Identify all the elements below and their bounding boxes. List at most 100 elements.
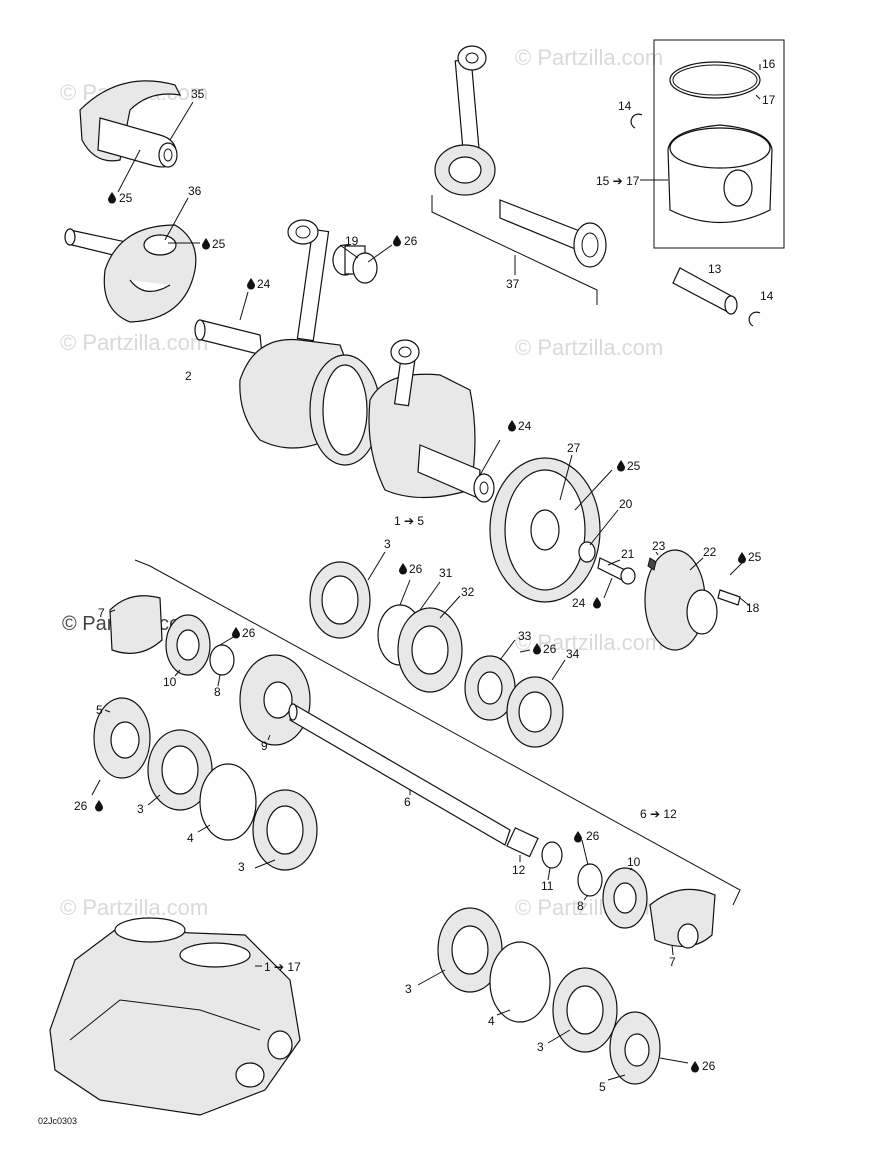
part-6-balancer-shaft [288, 703, 511, 846]
oil-drop-icon [95, 800, 103, 812]
callout-26: 26 [404, 234, 418, 248]
callout-26: 26 [242, 626, 256, 640]
part-9-gear [239, 654, 311, 746]
part-27-rotor [489, 457, 601, 603]
part-7-cover [109, 595, 163, 654]
callout-5: 5 [599, 1080, 606, 1094]
callout-1-17: 1 ➔ 17 [264, 960, 301, 974]
callout-3: 3 [405, 982, 412, 996]
part-19-needle-bearing [332, 244, 378, 284]
callout-26: 26 [409, 562, 423, 576]
callout-33: 33 [518, 629, 532, 643]
callout-18: 18 [746, 601, 760, 615]
oil-drop-icon [574, 831, 582, 843]
callout-25: 25 [212, 237, 226, 251]
callout-35: 35 [191, 87, 205, 101]
part-34-bearing [506, 676, 564, 748]
callout-27: 27 [567, 441, 581, 455]
part-callout-labels: 35 25 36 25 24 2 19 26 37 16 17 14 15 ➔ … [38, 57, 776, 1126]
leader-lines [91, 64, 761, 1081]
part-4-o-ring [489, 941, 551, 1023]
callout-4: 4 [488, 1014, 495, 1028]
oil-drop-icon [738, 552, 746, 564]
part-3-ball-bearing [437, 907, 503, 993]
part-14-circlip [630, 113, 643, 129]
part-21-bolt [597, 557, 636, 585]
oil-drop-icon [108, 192, 116, 204]
piston-group-box [653, 39, 785, 249]
part-33-seal [464, 655, 516, 721]
callout-37: 37 [506, 277, 520, 291]
part-20-washer [578, 541, 596, 563]
callout-14: 14 [618, 99, 632, 113]
part-18-screw [717, 589, 741, 606]
oil-drop-icon [247, 278, 255, 290]
watermark: © Partzilla.com [515, 335, 663, 360]
oil-drop-icon [508, 420, 516, 432]
callout-25: 25 [627, 459, 641, 473]
callout-22: 22 [703, 545, 717, 559]
callout-10: 10 [627, 855, 641, 869]
watermark: © Partzilla.com [515, 45, 663, 70]
callout-24: 24 [257, 277, 271, 291]
callout-24: 24 [518, 419, 532, 433]
part-10-bearing [165, 614, 211, 676]
callout-3: 3 [137, 802, 144, 816]
callout-34: 34 [566, 647, 580, 661]
part-32-gear [397, 607, 463, 693]
callout-3: 3 [384, 537, 391, 551]
callout-3: 3 [537, 1040, 544, 1054]
callout-5: 5 [96, 703, 103, 717]
callout-7: 7 [669, 955, 676, 969]
part-3-ball-bearing [252, 789, 318, 871]
callout-14: 14 [760, 289, 774, 303]
callout-6-12: 6 ➔ 12 [640, 807, 677, 821]
callout-20: 20 [619, 497, 633, 511]
part-3-ball-bearing [309, 561, 371, 639]
callout-7: 7 [98, 606, 105, 620]
part-10-bearing [602, 867, 648, 929]
part-13-piston-pin [672, 267, 738, 315]
callout-26: 26 [543, 642, 557, 656]
callout-25: 25 [119, 191, 133, 205]
callout-4: 4 [187, 831, 194, 845]
callout-6: 6 [404, 795, 411, 809]
callout-36: 36 [188, 184, 202, 198]
callout-21: 21 [621, 547, 635, 561]
part-14-circlip [748, 311, 761, 327]
part-3-ball-bearing [552, 967, 618, 1053]
oil-drop-icon [399, 563, 407, 575]
callout-24: 24 [572, 596, 586, 610]
callout-13: 13 [708, 262, 722, 276]
engine-block-1-17 [49, 917, 301, 1116]
part-36-crank-half [64, 224, 197, 323]
callout-19: 19 [345, 234, 359, 248]
part-22-hub [644, 549, 718, 651]
oil-drop-icon [691, 1061, 699, 1073]
watermark: © Partzilla.com [60, 895, 208, 920]
callout-32: 32 [461, 585, 475, 599]
part-4-o-ring [199, 763, 257, 841]
figure-code: 02Jc0303 [38, 1116, 77, 1126]
callout-16: 16 [762, 57, 776, 71]
part-35-crank-half [79, 80, 182, 168]
callout-8: 8 [577, 899, 584, 913]
callout-17: 17 [762, 93, 776, 107]
callout-26: 26 [74, 799, 88, 813]
callout-23: 23 [652, 539, 666, 553]
callout-12: 12 [512, 863, 526, 877]
callout-10: 10 [163, 675, 177, 689]
part-5-seal [93, 697, 151, 779]
callout-25: 25 [748, 550, 762, 564]
part-12-needle-bearing [506, 827, 539, 858]
group-bracket-6-12 [134, 559, 741, 906]
part-5-seal [609, 1011, 661, 1085]
oil-drop-icon [232, 627, 240, 639]
part-8-seal [209, 644, 235, 676]
part-7-cover [649, 888, 716, 949]
callout-1-5: 1 ➔ 5 [394, 514, 424, 528]
oil-drop-icon [593, 597, 601, 609]
part-11-ring [541, 841, 563, 869]
callout-31: 31 [439, 566, 453, 580]
watermark: © Partzilla.com [60, 330, 208, 355]
